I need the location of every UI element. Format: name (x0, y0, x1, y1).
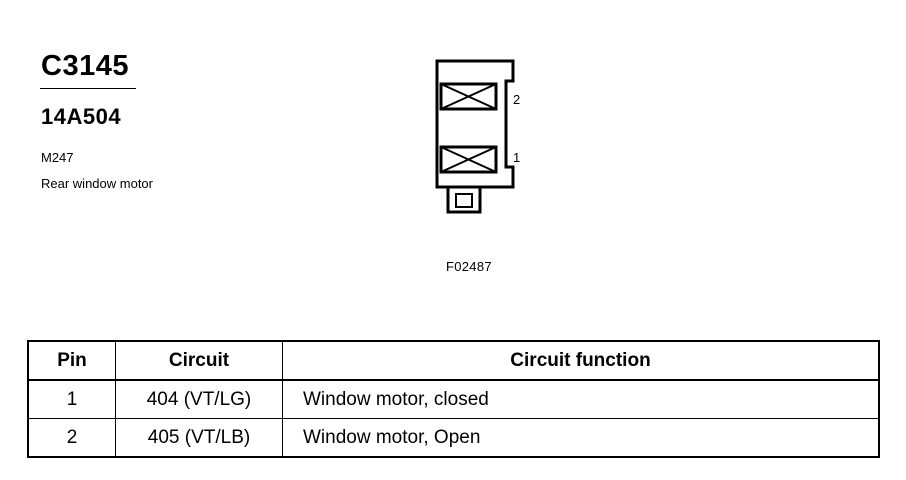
pinout-table: Pin Circuit Circuit function 1 404 (VT/L… (27, 340, 880, 458)
locking-tab-inner (455, 193, 473, 208)
pin-cell: 1 (27, 379, 116, 419)
title-divider (40, 88, 136, 89)
component-code: M247 (41, 150, 74, 165)
connector-face-diagram (435, 59, 515, 214)
column-header-circuit-function: Circuit function (282, 340, 880, 381)
table-row: 1 404 (VT/LG) Window motor, closed (27, 379, 880, 419)
pin-1-terminal (439, 145, 498, 174)
circuit-cell: 404 (VT/LG) (115, 379, 283, 419)
locking-tab (446, 187, 482, 214)
connector-id: C3145 (41, 50, 129, 82)
circuit-cell: 405 (VT/LB) (115, 418, 283, 458)
connector-housing (435, 59, 515, 189)
circuit-function-cell: Window motor, Open (282, 418, 880, 458)
pin-cell: 2 (27, 418, 116, 458)
table-header-row: Pin Circuit Circuit function (27, 340, 880, 381)
pin-2-terminal (439, 82, 498, 111)
column-header-pin: Pin (27, 340, 116, 381)
column-header-circuit: Circuit (115, 340, 283, 381)
circuit-function-cell: Window motor, closed (282, 379, 880, 419)
pin-label-1: 1 (513, 150, 521, 165)
component-description: Rear window motor (41, 176, 153, 191)
figure-id: F02487 (446, 259, 492, 274)
pin-label-2: 2 (513, 92, 521, 107)
part-number: 14A504 (41, 104, 122, 129)
table-row: 2 405 (VT/LB) Window motor, Open (27, 418, 880, 458)
